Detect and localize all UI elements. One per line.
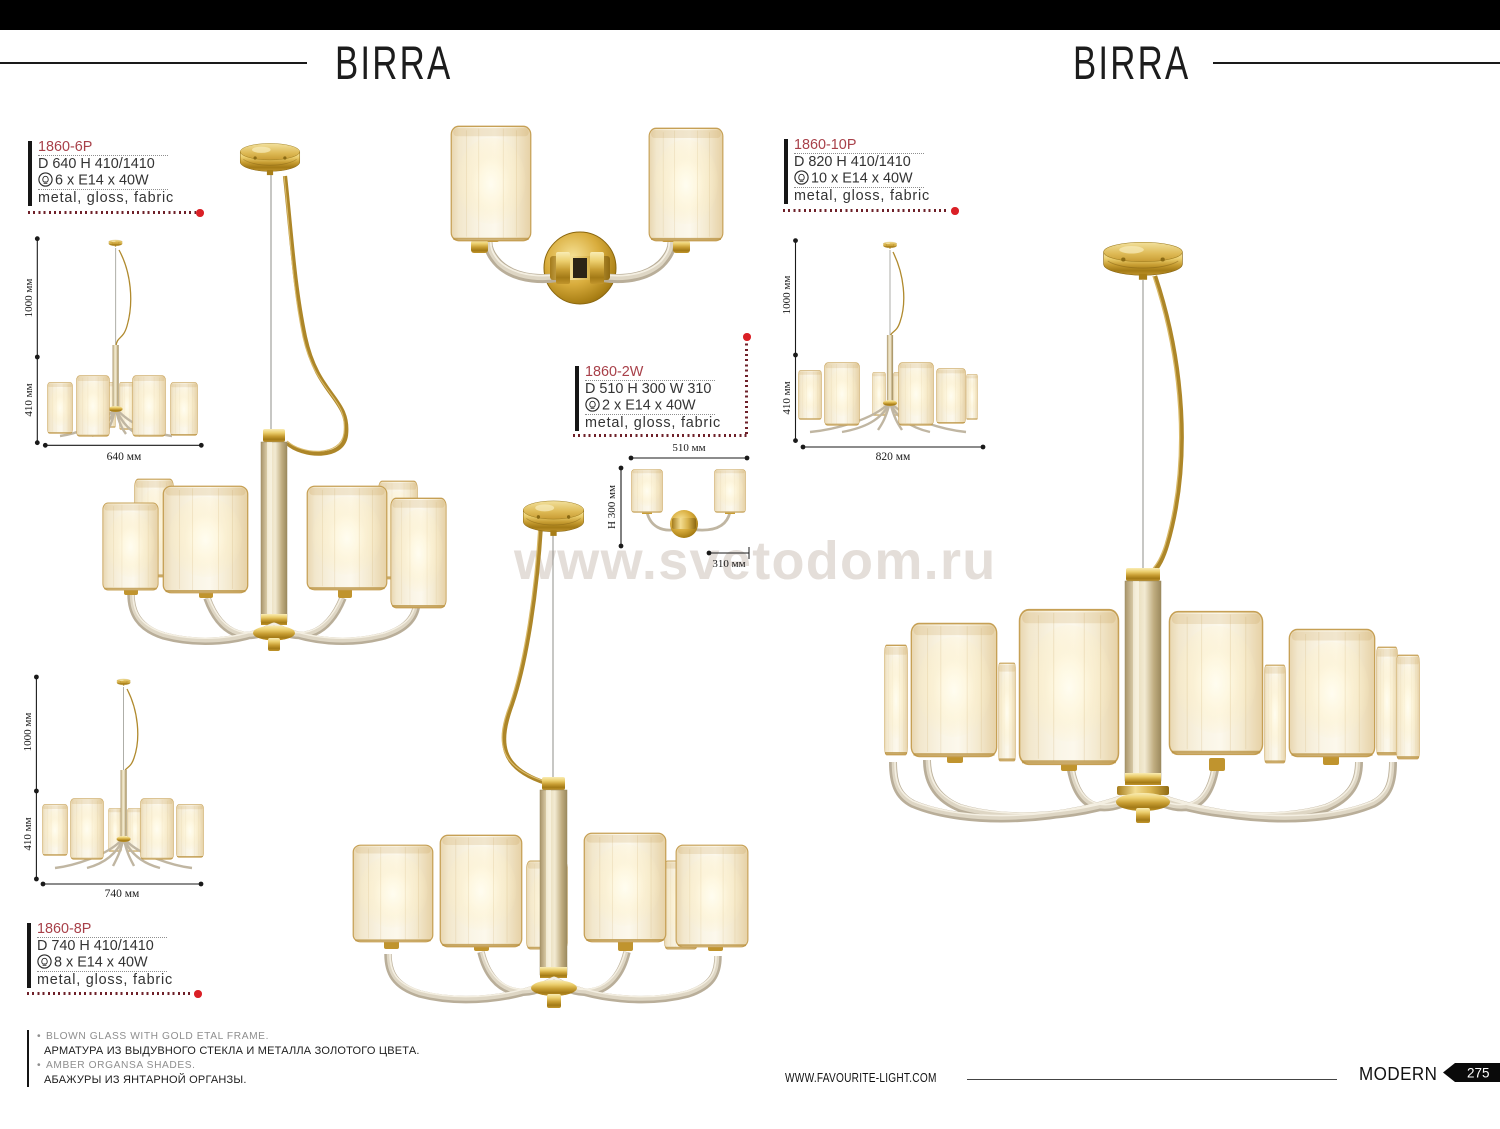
svg-text:820 мм: 820 мм [876,451,911,463]
svg-text:410 мм: 410 мм [781,381,793,414]
svg-text:310 мм: 310 мм [712,558,745,570]
svg-text:1000 мм: 1000 мм [23,279,35,318]
svg-text:740 мм: 740 мм [105,888,140,900]
svg-text:640 мм: 640 мм [107,451,142,463]
svg-text:410 мм: 410 мм [22,817,34,850]
svg-text:275: 275 [1467,1066,1490,1081]
svg-text:410 мм: 410 мм [23,383,35,416]
svg-text:510 мм: 510 мм [672,442,705,454]
svg-text:1000 мм: 1000 мм [22,713,34,752]
svg-text:H 300 мм: H 300 мм [606,485,618,529]
svg-text:1000 мм: 1000 мм [781,276,793,315]
